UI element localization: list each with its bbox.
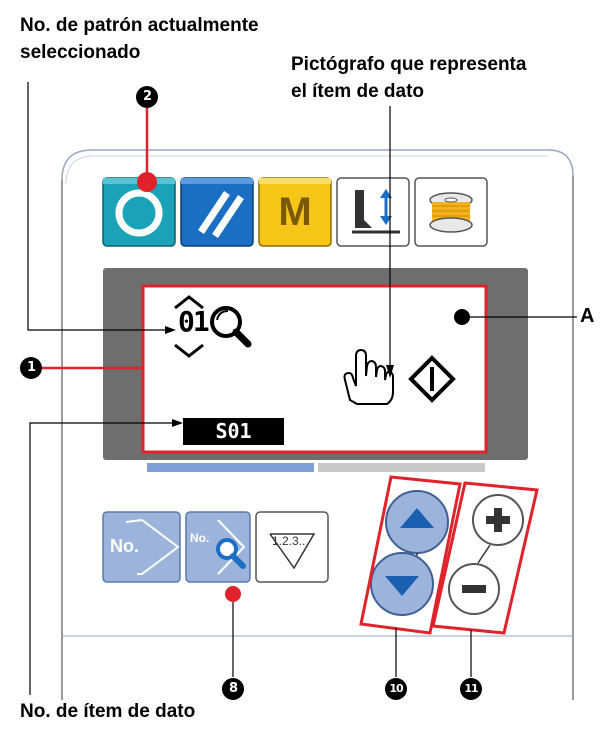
magnifier-icon [210,306,252,348]
callout-11: 11 [460,678,482,700]
presser-foot-icon [352,189,400,234]
leader-lines [27,82,577,695]
pattern-search-key[interactable] [185,511,251,583]
reset-slash-icon [198,191,244,238]
up-key[interactable] [385,490,449,554]
pictograph-label-line1: Pictógrafo que representa [291,54,527,75]
presser-foot-key[interactable] [336,177,410,247]
search-key-magnifier-icon [216,538,246,569]
count-key-label: 1.2.3.. [272,534,306,548]
mode-key[interactable] [258,177,332,247]
callout-10: 10 [385,678,407,700]
bobbin-winder-key[interactable] [414,177,488,247]
reset-key[interactable] [180,177,254,247]
plus-key[interactable] [472,494,524,546]
panel-frame [61,149,574,700]
bottom-leaders [232,596,472,677]
plusminus-highlight-frame [431,481,539,635]
minus-key[interactable] [448,563,500,615]
callout-1: 1 [20,357,42,379]
current-pattern-label-line2: seleccionado [20,42,141,63]
callout-2: 2 [136,86,158,108]
minus-icon [462,585,486,593]
plus-icon [486,508,510,532]
data-item-badge: S01 [215,419,252,443]
pattern-no-value: 01 [178,305,210,338]
ready-ring-icon [115,189,163,237]
counter-key[interactable] [255,511,329,583]
start-diamond-icon [408,355,456,403]
ready-key-callout-dot [137,172,157,192]
pattern-no-diamond-icon [174,295,204,358]
no-key-label: No. [110,536,139,556]
area-a-label: A [580,305,595,327]
current-pattern-label-line1: No. de patrón actualmente [20,15,259,36]
m-key-label: M [278,190,312,234]
callout-leaders [42,107,149,370]
pattern-no-key[interactable] [102,511,181,583]
down-triangle-icon [385,576,419,596]
data-item-badge-bg [183,418,284,445]
ready-key[interactable] [102,177,176,247]
callout-8: 8 [222,678,244,700]
page-indicator-bar [147,463,485,472]
pictograph-label-line2: el ítem de dato [291,81,425,102]
area-a-marker [454,309,470,325]
search-key-callout-dot [225,586,241,602]
up-triangle-icon [400,508,434,528]
no-search-key-label: No. [190,531,210,545]
updown-highlight-frame [359,475,462,635]
bobbin-icon [429,192,473,233]
display-bezel [103,268,528,460]
data-item-no-label: No. de ítem de dato [20,701,196,722]
down-key[interactable] [370,552,434,616]
